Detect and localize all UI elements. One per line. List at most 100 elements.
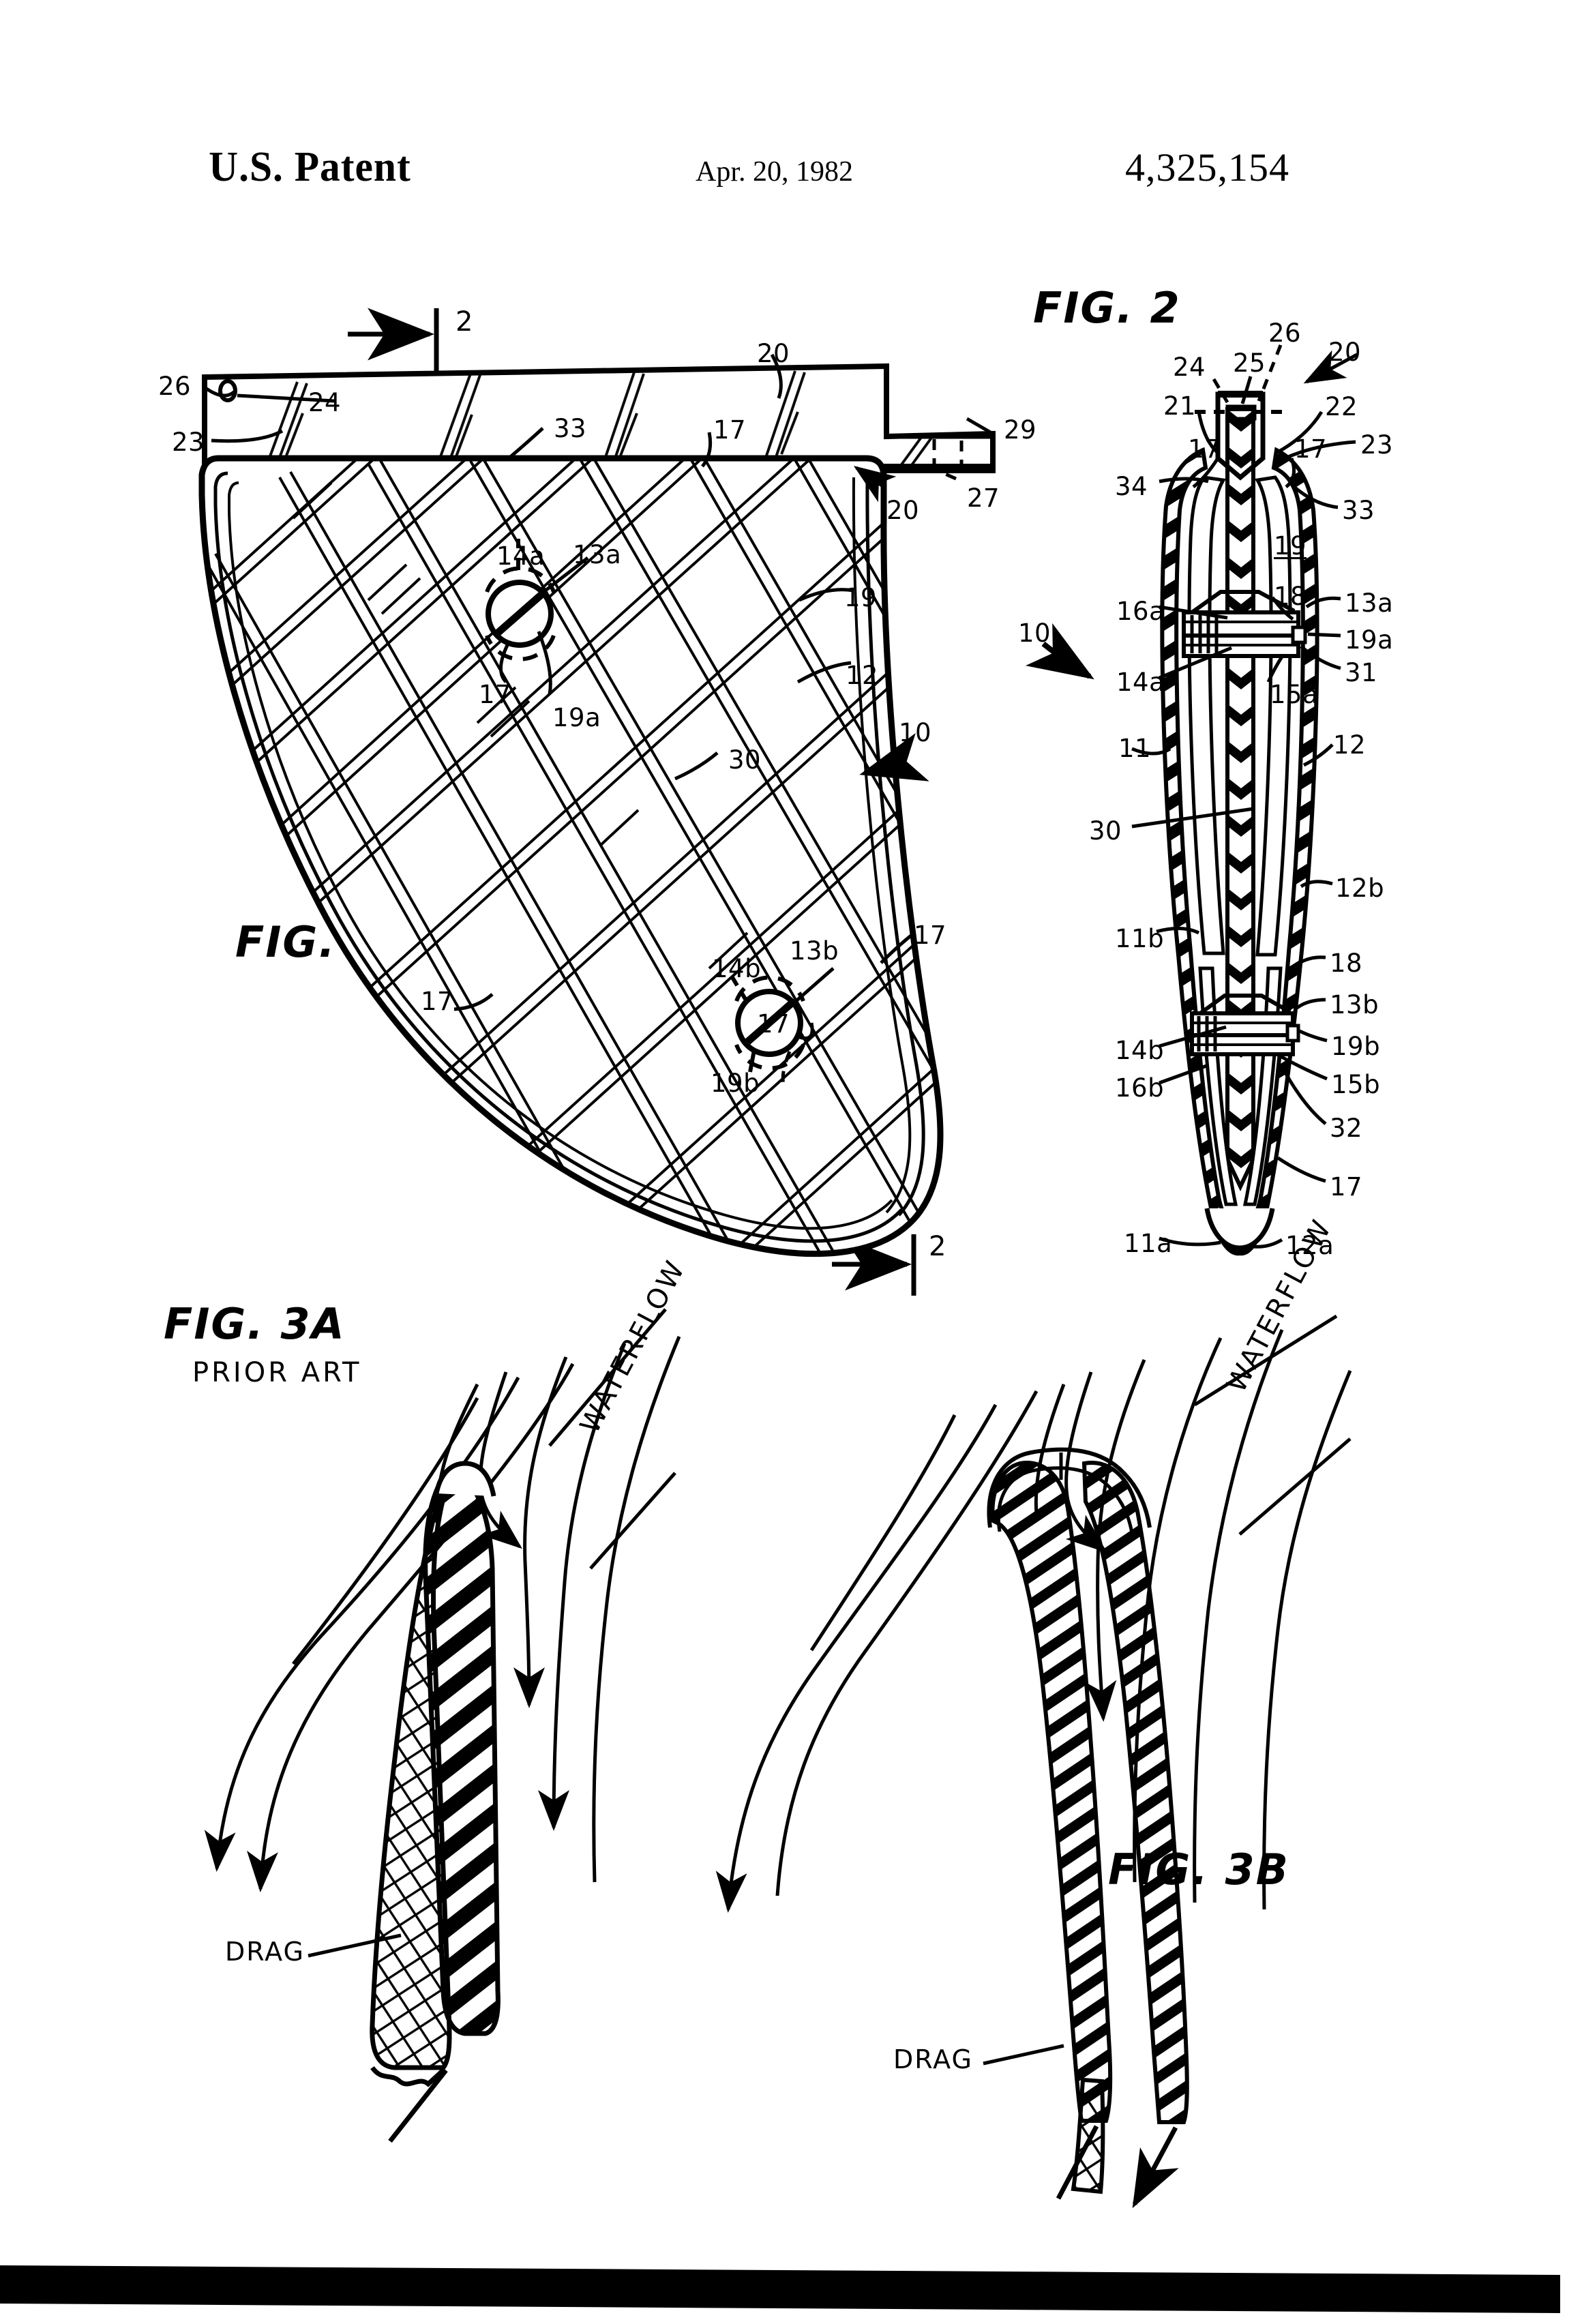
section-marker-2: 2 [929,1231,946,1262]
ref-numeral-10: 10 [1018,619,1051,648]
ref-numeral-33: 33 [554,414,587,443]
ref-numeral-14a: 14a [1116,668,1165,697]
leader-25-f2 [1240,376,1253,404]
ref-numeral-19: 19 [1274,531,1307,561]
fin-body [198,455,944,1257]
ref-numeral-17: 17 [1188,434,1221,464]
ref-numeral-19b: 19b [1331,1032,1381,1061]
screw-head-upper [486,580,554,648]
section-marker-2: 2 [456,306,473,338]
leader-drag-3b [983,2044,1064,2066]
ref-numeral-26: 26 [1268,318,1302,348]
ref-numeral-13a: 13a [1345,589,1394,618]
ref-numeral-15a: 15a [1270,680,1319,709]
figure-2-leaders [1025,344,1358,1249]
fin-core-spine [1225,407,1255,1191]
figure-1-title: FIG. 1 [235,917,383,967]
prior-art-drag-wake [370,1500,452,2070]
drag-label-3a: DRAG [225,1937,305,1967]
ref-numeral-26: 26 [158,372,192,401]
hollow-fin-nose-outer [987,1447,1152,1528]
figure-3b-drawing [715,1314,1352,2209]
leader-10 [859,732,929,781]
hollow-fin-wall-left [990,1461,1113,2123]
shell-inner-left-lower [1198,966,1238,1206]
patent-number: 4,325,154 [1125,145,1289,190]
section-line-bottom [832,1159,916,1296]
leader-17-right [880,934,912,964]
fin-shell-left [1160,447,1242,1256]
leader-19a [537,631,552,695]
ref-numeral-19: 19 [844,583,878,612]
ref-numeral-19b: 19b [711,1069,760,1098]
leader-29 [966,417,994,436]
leader-20-bottom [853,466,897,503]
figure-2-drawing [1025,344,1358,1256]
ref-numeral-17: 17 [1294,434,1328,464]
ref-numeral-16a: 16a [1116,597,1165,626]
base-plate-hole [218,379,237,402]
leader-17-base [700,432,713,468]
drag-wake-3b [1071,2077,1105,2194]
ref-numeral-19a: 19a [1345,625,1394,655]
leader-19b-f2 [1298,1029,1328,1043]
scanner-edge-bar [0,2265,1560,2313]
leader-16b [1159,1063,1209,1085]
fastener-assembly-lower [1190,994,1300,1056]
ref-numeral-33: 33 [1342,496,1375,525]
shell-inner-left-upper [1187,475,1227,955]
leader-12a [1253,1238,1283,1249]
ref-numeral-24: 24 [1173,353,1206,382]
leader-34 [1159,477,1209,483]
figure-3a-drawing [204,1308,681,2143]
leader-13b-f2 [1296,998,1326,1010]
ref-numeral-23: 23 [172,428,205,457]
streamlines-right-3b [1034,1329,1352,1910]
leader-26 [203,385,237,398]
leader-27 [933,467,957,481]
figure-3b-title: FIG. 3B [1108,1845,1289,1894]
ref-numeral-24: 24 [308,388,342,417]
streamlines-left-3a [204,1362,575,1892]
ref-numeral-11a: 11a [1124,1229,1173,1258]
waterflow-rules-3a [548,1308,676,1570]
leader-17-lower [781,1051,792,1092]
leader-19a-f2 [1307,632,1341,638]
patent-office-title: U.S. Patent [209,144,411,190]
ref-numeral-14b: 14b [1115,1036,1165,1065]
figure-2-title: FIG. 2 [1033,283,1181,333]
figure-1-drawing [198,308,996,1296]
ref-numeral-14a: 14a [496,541,546,571]
ref-numeral-17: 17 [713,415,747,445]
ref-numeral-11: 11 [1118,734,1152,763]
ref-numeral-34: 34 [1115,472,1148,501]
ref-numeral-20: 20 [757,339,790,368]
ref-numeral-18: 18 [1330,949,1363,978]
streamlines-right-3a [434,1336,681,1883]
ref-numeral-29: 29 [1004,415,1037,445]
ref-numeral-19a: 19a [552,703,601,732]
leader-17-upper [499,644,509,683]
waterflow-label-3a: WATERFLOW [574,1254,692,1439]
ref-numeral-20: 20 [1328,338,1362,367]
leader-15b [1278,1054,1328,1081]
leader-12b [1300,880,1333,889]
leader-31 [1300,645,1341,670]
ref-numeral-13a: 13a [573,540,622,569]
fin-composite-weave-pattern [202,458,941,1254]
leader-16a [1159,605,1228,620]
hollow-fin-nose-inner [996,1466,1134,1534]
ref-numeral-17: 17 [914,921,947,950]
ref-numeral-21: 21 [1163,391,1197,421]
waterflow-label-3b: WATERFLOW [1221,1213,1339,1398]
fin-tip [1204,1208,1275,1251]
fin-shell-right [1238,447,1319,1256]
ref-numeral-12: 12 [1333,730,1367,760]
ref-numeral-15b: 15b [1331,1070,1381,1099]
ref-numeral-12: 12 [846,661,879,690]
leader-12 [796,661,852,684]
ref-numeral-18: 18 [1274,582,1307,611]
ref-numeral-31: 31 [1345,658,1378,687]
screw-slot-upper [495,591,544,636]
